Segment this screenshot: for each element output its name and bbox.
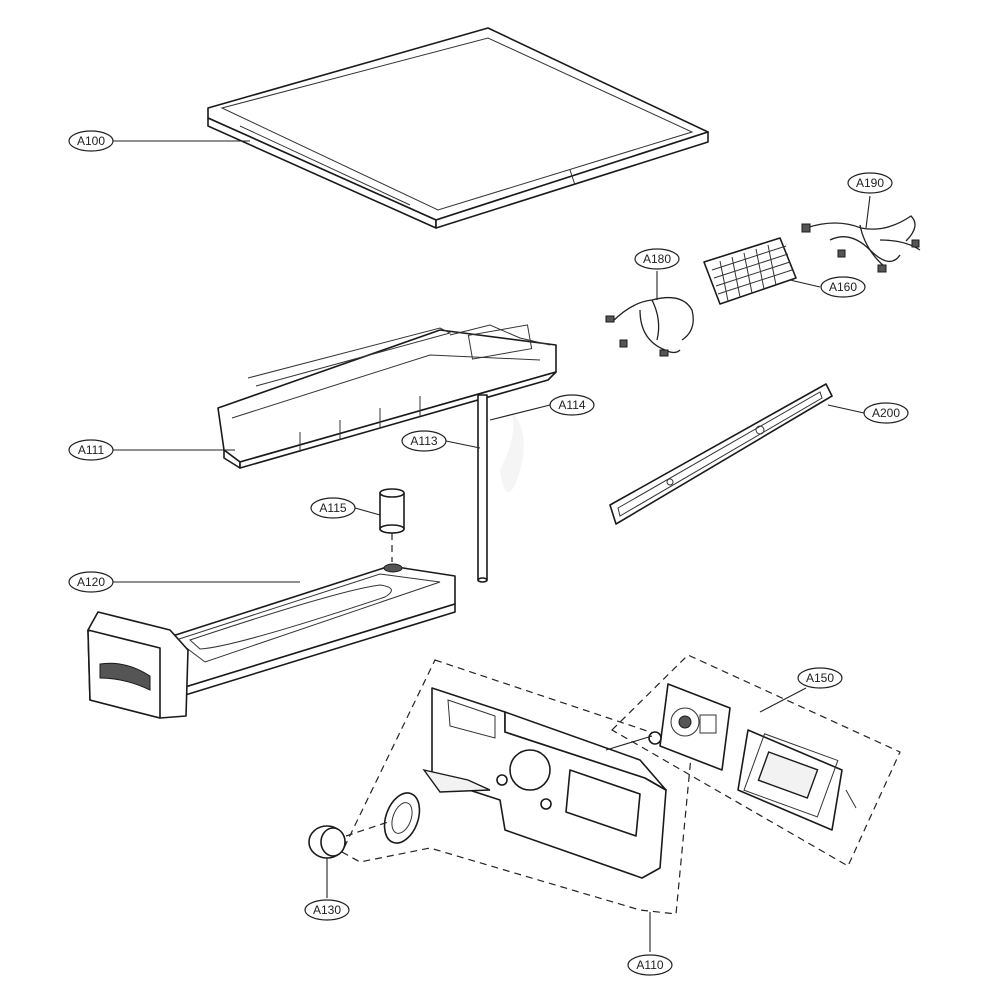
- callout-label: A115: [319, 501, 346, 515]
- callout-a130: A130: [304, 899, 350, 921]
- callout-label: A200: [872, 406, 900, 420]
- callout-a160: A160: [820, 276, 866, 298]
- part-wire-harness-small: [605, 296, 694, 357]
- callout-a111: A111: [68, 439, 114, 461]
- callout-label: A150: [806, 671, 834, 685]
- callout-a114: A114: [549, 394, 595, 416]
- part-detergent-drawer: [87, 563, 456, 719]
- callout-a100: A100: [68, 130, 114, 152]
- part-top-cover: [207, 27, 709, 229]
- callout-label: A180: [643, 252, 671, 266]
- part-cap: [379, 488, 405, 562]
- part-rod: [477, 394, 488, 583]
- part-control-panel-group: [308, 659, 693, 915]
- callout-a110: A110: [627, 954, 673, 976]
- callout-label: A113: [410, 434, 437, 448]
- callout-a190: A190: [847, 172, 893, 194]
- part-grid-board: [703, 237, 797, 305]
- callout-a180: A180: [634, 248, 680, 270]
- callout-a120: A120: [68, 571, 114, 593]
- callout-label: A111: [78, 443, 105, 457]
- leader-lines: [113, 140, 871, 952]
- watermark-logo: [500, 410, 524, 493]
- part-pcb-group: [605, 654, 901, 867]
- callout-label: A114: [558, 398, 585, 412]
- part-panel-bracket: [609, 383, 833, 525]
- callout-label: A160: [829, 280, 857, 294]
- callout-label: A100: [77, 134, 105, 148]
- callout-a150: A150: [797, 667, 843, 689]
- callout-a200: A200: [863, 402, 909, 424]
- callout-a115: A115: [310, 497, 356, 519]
- part-wire-harness-large: [801, 215, 921, 273]
- callout-a113: A113: [401, 430, 447, 452]
- callout-label: A120: [77, 575, 105, 589]
- callout-label: A130: [313, 903, 341, 917]
- callout-label: A110: [636, 958, 663, 972]
- callout-label: A190: [856, 176, 884, 190]
- part-dispenser-housing: [217, 324, 557, 469]
